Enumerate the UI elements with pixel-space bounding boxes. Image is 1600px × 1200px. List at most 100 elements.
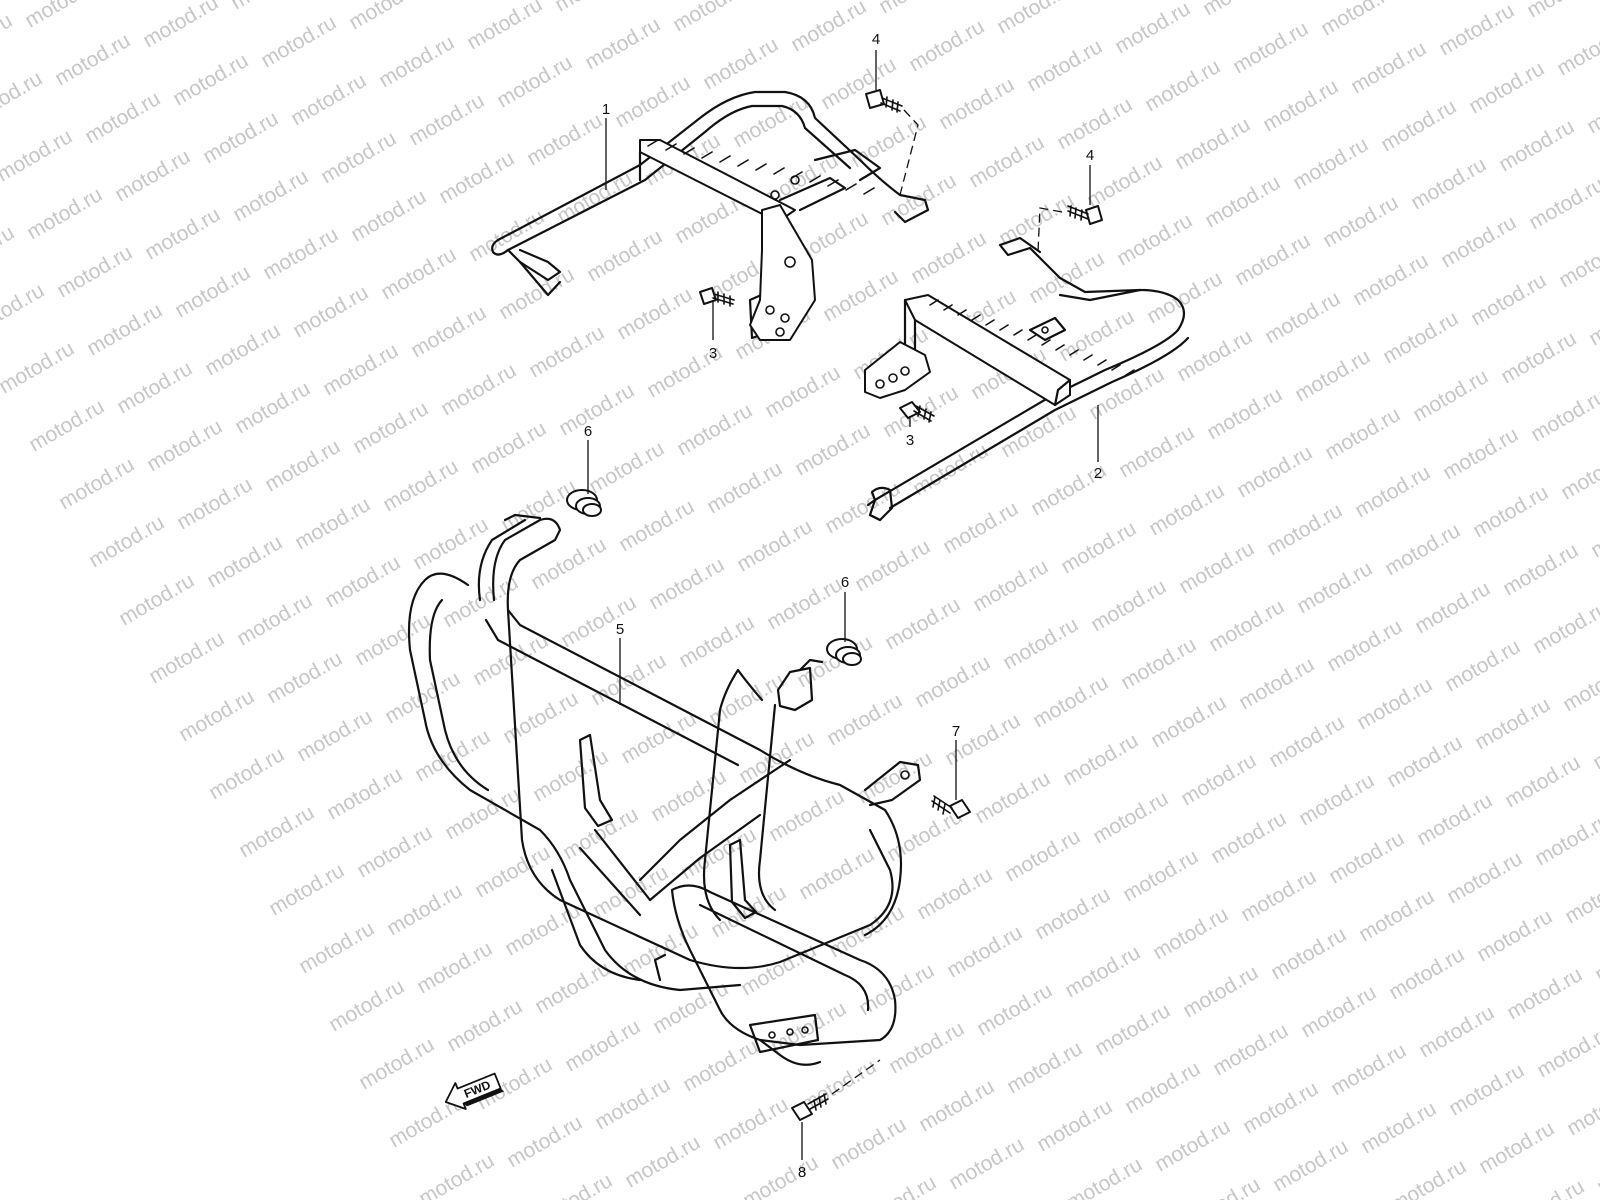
watermark-text: motod.ru (381, 667, 464, 728)
watermark-text: motod.ru (1053, 93, 1136, 154)
watermark-text: motod.ru (1553, 19, 1600, 80)
watermark-text: motod.ru (1171, 113, 1254, 174)
watermark-text: motod.ru (1505, 1175, 1588, 1200)
watermark-text: motod.ru (443, 995, 526, 1056)
watermark-text: motod.ru (171, 261, 254, 322)
watermark-text: motod.ru (1059, 729, 1142, 790)
watermark-text: motod.ru (613, 283, 696, 344)
watermark-text: motod.ru (1407, 153, 1490, 214)
watermark-text: motod.ru (1497, 327, 1580, 388)
watermark-text: motod.ru (1057, 517, 1140, 578)
watermark-text: motod.ru (1415, 1001, 1498, 1062)
watermark-text: motod.ru (1561, 867, 1600, 928)
watermark-text: motod.ru (263, 647, 346, 708)
watermark-text: motod.ru (1473, 905, 1556, 966)
watermark-text: motod.ru (533, 1169, 616, 1200)
watermark-text: motod.ru (201, 319, 284, 380)
watermark-text: motod.ru (1177, 749, 1260, 810)
footrest-bracket-left (491, 90, 930, 341)
callout-5: 5 (616, 621, 624, 638)
watermark-text: motod.ru (911, 651, 994, 712)
watermark-text: motod.ru (1355, 885, 1438, 946)
watermark-text: motod.ru (767, 997, 850, 1058)
watermark-text: motod.ru (585, 437, 668, 498)
watermark-text: motod.ru (169, 49, 252, 110)
watermark-text: motod.ru (523, 109, 606, 170)
watermark-text: motod.ru (467, 417, 550, 478)
watermark-text: motod.ru (1323, 615, 1406, 676)
watermark-text: motod.ru (847, 111, 930, 172)
watermark-text: motod.ru (1145, 479, 1228, 540)
watermark-text: motod.ru (795, 843, 878, 904)
watermark-text: motod.ru (1353, 673, 1436, 734)
watermark-text: motod.ru (1593, 1137, 1600, 1198)
watermark-text: motod.ru (231, 377, 314, 438)
watermark-text: motod.ru (645, 553, 728, 614)
watermark-text: motod.ru (1181, 1173, 1264, 1200)
watermark-text: motod.ru (1209, 1019, 1292, 1080)
callout-4-upper: 4 (872, 31, 880, 48)
watermark-text: motod.ru (1113, 209, 1196, 270)
watermark-text: motod.ru (1111, 0, 1194, 58)
watermark-text: motod.ru (995, 189, 1078, 250)
watermark-text: motod.ru (1533, 1021, 1600, 1082)
watermark-text: motod.ru (999, 613, 1082, 674)
watermark-text: motod.ru (905, 15, 988, 76)
watermark-text: motod.ru (907, 227, 990, 288)
watermark-text: motod.ru (53, 241, 136, 302)
watermark-text: motod.ru (227, 0, 310, 14)
watermark-text: motod.ru (1055, 305, 1138, 366)
watermark-text: motod.ru (1381, 519, 1464, 580)
watermark-text: motod.ru (1179, 961, 1262, 1022)
watermark-text: motod.ru (1591, 925, 1600, 986)
watermark-text: motod.ru (1233, 441, 1316, 502)
watermark-text: motod.ru (0, 279, 48, 340)
watermark-text: motod.ru (1523, 0, 1600, 22)
watermark-text: motod.ru (791, 419, 874, 480)
watermark-text: motod.ru (1089, 787, 1172, 848)
watermark-text: motod.ru (561, 1015, 644, 1076)
watermark-text: motod.ru (1175, 537, 1258, 598)
watermark-text: motod.ru (1439, 423, 1522, 484)
watermark-text: motod.ru (317, 127, 400, 188)
watermark-text: motod.ru (21, 0, 104, 32)
watermark-text: motod.ru (1379, 307, 1462, 368)
watermark-text: motod.ru (437, 359, 520, 420)
bolt-4-upper (865, 89, 903, 113)
watermark-text: motod.ru (1559, 655, 1600, 716)
watermark-text: motod.ru (1441, 635, 1524, 696)
watermark-text: motod.ru (287, 69, 370, 130)
watermark-text: motod.ru (1589, 713, 1600, 774)
callout-3-upper: 3 (709, 345, 717, 362)
watermark-text: motod.ru (1583, 77, 1600, 138)
watermark-text: motod.ru (555, 379, 638, 440)
watermark-text: motod.ru (351, 609, 434, 670)
watermark-text: motod.ru (1347, 37, 1430, 98)
watermark-text: motod.ru (881, 593, 964, 654)
watermark-text: motod.ru (375, 31, 458, 92)
watermark-text: motod.ru (1587, 501, 1600, 562)
watermark-text: motod.ru (405, 89, 488, 150)
watermark-text: motod.ru (0, 221, 18, 282)
callout-8: 8 (798, 1164, 806, 1181)
watermark-text: motod.ru (25, 395, 108, 456)
watermark-text: motod.ru (855, 959, 938, 1020)
watermark-text: motod.ru (825, 901, 908, 962)
watermark-text: motod.ru (1003, 1037, 1086, 1098)
watermark-text: motod.ru (1531, 809, 1600, 870)
watermark-text: motod.ru (551, 0, 634, 16)
watermark-text: motod.ru (0, 125, 76, 186)
watermark-text: motod.ru (591, 1073, 674, 1134)
watermark-text: motod.ru (1265, 711, 1348, 772)
watermark-text: motod.ru (289, 281, 372, 342)
watermark-text: motod.ru (1437, 211, 1520, 272)
watermark-text: motod.ru (621, 1131, 704, 1192)
watermark-text: motod.ru (1585, 289, 1600, 350)
watermark-text: motod.ru (1031, 883, 1114, 944)
watermark-text: motod.ru (1291, 345, 1374, 406)
watermark-text: motod.ru (229, 165, 312, 226)
grommet-6-lower (826, 638, 862, 666)
watermark-text: motod.ru (1383, 731, 1466, 792)
watermark-text: motod.ru (257, 11, 340, 72)
